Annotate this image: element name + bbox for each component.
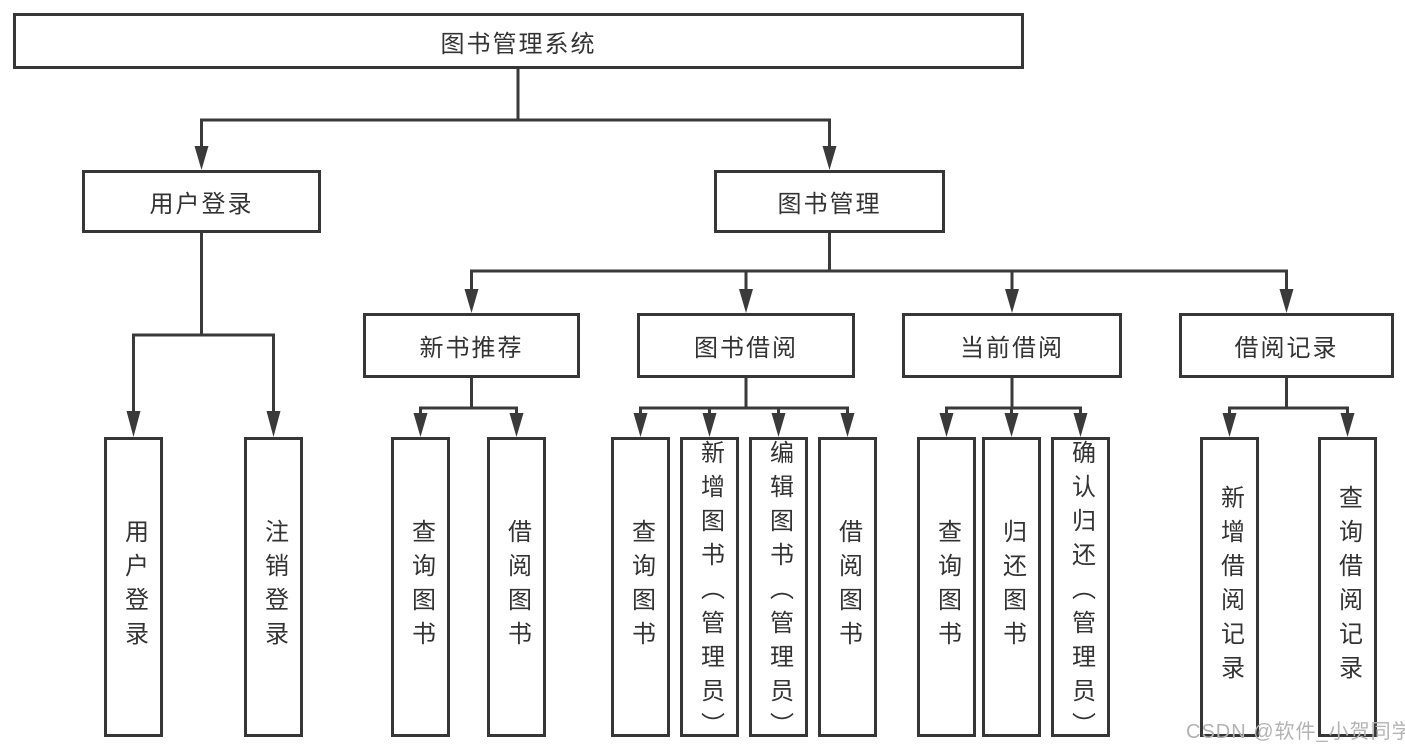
- node-borrowing-records: 借阅记录: [1179, 313, 1394, 378]
- leaf-logout: 注销登录: [244, 437, 303, 737]
- watermark: CSDN @软件_小贺同学: [1186, 721, 1405, 743]
- connector-user-login-children: [126, 233, 281, 437]
- connector-current-borrow-children: [939, 378, 1088, 437]
- leaf-add-books-admin: 新增图书（管理员）: [680, 437, 739, 746]
- node-user-login-label: 用户登录: [149, 191, 254, 218]
- node-library-system-label: 图书管理系统: [440, 30, 597, 58]
- leaf-confirm-return-admin-label: 确认归还（管理员）: [1067, 440, 1095, 746]
- leaf-query-borrow-record: 查询借阅记录: [1318, 437, 1377, 737]
- connector-new-book-children: [413, 378, 524, 437]
- leaf-confirm-return-admin: 确认归还（管理员）: [1051, 437, 1110, 746]
- leaf-borrow-books: 借阅图书: [818, 437, 877, 737]
- leaf-return-books-label: 归还图书: [998, 519, 1026, 655]
- node-new-book-recommendation: 新书推荐: [363, 313, 580, 378]
- node-borrowing-records-label: 借阅记录: [1234, 335, 1339, 362]
- leaf-logout-label: 注销登录: [260, 519, 288, 655]
- connector-borrow-records-children: [1222, 378, 1355, 437]
- node-user-login: 用户登录: [82, 170, 321, 233]
- leaf-edit-books-admin-label: 编辑图书（管理员）: [765, 440, 793, 746]
- leaf-borrow-books-recommend: 借阅图书: [487, 437, 546, 737]
- leaf-query-books-current: 查询图书: [917, 437, 976, 737]
- node-book-borrowing: 图书借阅: [637, 313, 855, 378]
- leaf-add-borrow-record: 新增借阅记录: [1200, 437, 1259, 737]
- node-new-book-recommendation-label: 新书推荐: [419, 335, 524, 362]
- node-current-borrowing-label: 当前借阅: [960, 335, 1064, 362]
- connector-book-borrow-children: [633, 378, 855, 437]
- leaf-borrow-books-recommend-label: 借阅图书: [503, 519, 531, 655]
- connector-book-management-children: [464, 233, 1294, 313]
- leaf-query-books-recommend: 查询图书: [391, 437, 450, 737]
- connector-root-to-level2: [194, 69, 837, 170]
- leaf-edit-books-admin: 编辑图书（管理员）: [749, 437, 808, 746]
- leaf-borrow-books-label: 借阅图书: [834, 519, 862, 655]
- leaf-query-books-borrow-label: 查询图书: [627, 519, 655, 655]
- leaf-query-borrow-record-label: 查询借阅记录: [1334, 485, 1362, 689]
- leaf-user-login-label: 用户登录: [120, 519, 148, 655]
- node-current-borrowing: 当前借阅: [902, 313, 1122, 378]
- leaf-add-borrow-record-label: 新增借阅记录: [1216, 485, 1244, 689]
- leaf-query-books-recommend-label: 查询图书: [407, 519, 435, 655]
- leaf-user-login: 用户登录: [104, 437, 163, 737]
- node-book-management: 图书管理: [714, 170, 945, 233]
- leaf-query-books-current-label: 查询图书: [933, 519, 961, 655]
- leaf-return-books: 归还图书: [982, 437, 1041, 737]
- leaf-add-books-admin-label: 新增图书（管理员）: [696, 440, 724, 746]
- node-library-system: 图书管理系统: [13, 13, 1024, 69]
- node-book-management-label: 图书管理: [777, 191, 882, 218]
- leaf-query-books-borrow: 查询图书: [611, 437, 670, 737]
- node-book-borrowing-label: 图书借阅: [694, 335, 798, 362]
